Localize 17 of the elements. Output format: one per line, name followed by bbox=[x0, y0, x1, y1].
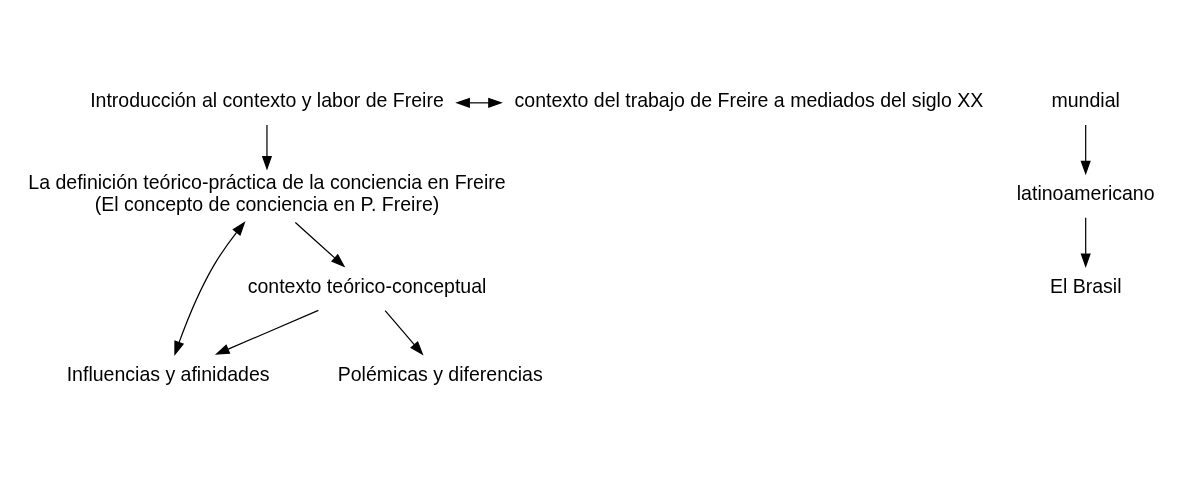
arrow bbox=[261, 124, 273, 171]
arrow bbox=[1080, 217, 1091, 269]
node-text: latinoamericano bbox=[1016, 182, 1155, 205]
node-text: mundial bbox=[1051, 89, 1120, 112]
arrow bbox=[174, 221, 246, 356]
node-text: Influencias y afinidades bbox=[66, 362, 270, 385]
node-text: La definición teórico-práctica de la conciencia en Freire (El concepto de conciencia en P. Freire) bbox=[28, 171, 506, 216]
node-text: contexto teórico-conceptual bbox=[247, 274, 487, 297]
arrow bbox=[455, 97, 503, 108]
node-text: Introducción al contexto y labor de Freire bbox=[90, 89, 444, 112]
node-text: Polémicas y diferencias bbox=[337, 362, 543, 385]
node-text: El Brasil bbox=[1049, 274, 1122, 297]
arrow bbox=[294, 221, 346, 268]
arrow bbox=[384, 310, 424, 356]
arrow bbox=[1080, 124, 1091, 176]
node-text: contexto del trabajo de Freire a mediados del siglo XX bbox=[514, 89, 984, 112]
arrow bbox=[214, 309, 319, 355]
